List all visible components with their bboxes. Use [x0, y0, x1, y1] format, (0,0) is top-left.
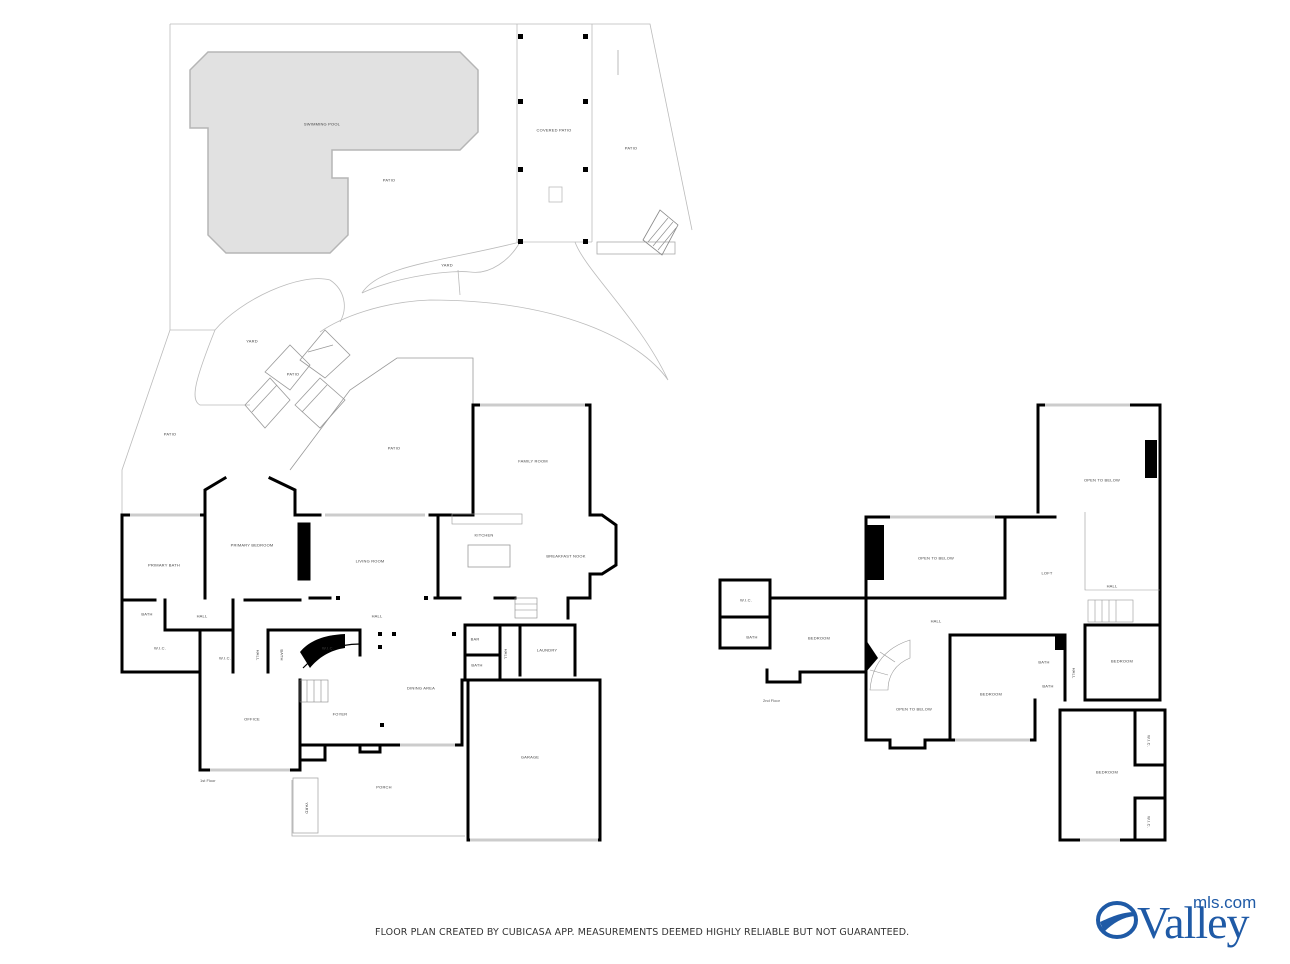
- room-label-yard-porch: YARD: [304, 802, 310, 814]
- room-label-west-patio: PATIO: [163, 431, 177, 437]
- room-label-wic-bottom-b: W.I.C.: [1146, 815, 1152, 829]
- room-label-bedroom-left: BEDROOM: [807, 635, 831, 641]
- room-label-laundry: LAUNDRY: [536, 647, 558, 653]
- room-label-bath-a: BATH: [1038, 659, 1050, 665]
- room-label-open-to-below-stair: OPEN TO BELOW: [895, 706, 933, 712]
- room-label-office: OFFICE: [244, 716, 260, 722]
- patio-posts: [518, 34, 588, 244]
- room-label-center-patio: PATIO: [286, 371, 300, 377]
- room-label-bath-primary-wc: BATH: [141, 611, 153, 617]
- room-label-hall-laundry: HALL: [503, 648, 509, 660]
- garden-steps: [244, 329, 474, 471]
- room-label-wic-stair: W.I.C.: [321, 645, 335, 651]
- room-label-bath-left: BATH: [746, 634, 758, 640]
- room-label-east-patio: PATIO: [624, 145, 638, 151]
- floor-label-second: 2nd Floor: [763, 698, 780, 703]
- room-label-living-room: LIVING ROOM: [355, 558, 385, 564]
- room-label-bath-b: BATH: [1042, 683, 1054, 689]
- logo-domain: mls.com: [1193, 893, 1257, 912]
- room-label-garage: GARAGE: [520, 754, 540, 760]
- valley-swoosh-icon: [1096, 901, 1138, 939]
- disclaimer-text: FLOOR PLAN CREATED BY CUBICASA APP. MEAS…: [375, 927, 910, 938]
- room-label-breakfast-nook: BREAKFAST NOOK: [546, 553, 586, 559]
- room-label-yard-left: YARD: [246, 338, 258, 344]
- room-label-bath-powder: BATH: [279, 649, 285, 661]
- room-label-bar: BAR: [470, 636, 480, 642]
- room-label-family-room: FAMILY ROOM: [518, 458, 548, 464]
- second-floor-walls: [718, 403, 1167, 842]
- room-label-primary-bath: PRIMARY BATH: [148, 562, 180, 568]
- room-label-foyer: FOYER: [332, 711, 348, 717]
- room-label-main-patio: PATIO: [387, 445, 401, 451]
- room-label-primary-bedroom: PRIMARY BEDROOM: [230, 542, 274, 548]
- swimming-pool: [189, 51, 479, 254]
- room-label-bedroom-bottom: BEDROOM: [1095, 769, 1119, 775]
- room-label-swimming-pool: SWIMMING POOL: [303, 121, 341, 127]
- room-label-bedroom-right: BEDROOM: [1110, 658, 1134, 664]
- stairs-first: [299, 597, 538, 703]
- logo-word: Valley: [1137, 897, 1250, 948]
- room-label-open-to-below-mid: OPEN TO BELOW: [917, 555, 955, 561]
- room-label-bedroom-center: BEDROOM: [979, 691, 1003, 697]
- room-label-pool-patio: PATIO: [382, 177, 396, 183]
- room-label-loft: LOFT: [1041, 570, 1053, 576]
- room-label-hall-center: HALL: [930, 618, 942, 624]
- valleymls-logo: Valley mls.com: [1095, 892, 1290, 952]
- stairs-second: [869, 512, 1160, 691]
- room-label-hall-main: HALL: [371, 613, 383, 619]
- room-label-dining-area: DINING AREA: [407, 685, 435, 691]
- room-label-wic-left: W.I.C.: [739, 597, 753, 603]
- room-label-hall-right: HALL: [1106, 583, 1118, 589]
- room-label-wic-primary: W.I.C.: [153, 645, 167, 651]
- room-label-open-to-below-top: OPEN TO BELOW: [1083, 477, 1121, 483]
- room-label-covered-patio: COVERED PATIO: [536, 127, 572, 133]
- room-label-bath-bar: BATH: [471, 662, 483, 668]
- room-label-wic-bottom-a: W.I.C.: [1146, 734, 1152, 748]
- site-outline: [121, 23, 693, 515]
- floor-label-first: 1st Floor: [200, 778, 216, 783]
- room-label-hall-primary: HALL: [196, 613, 208, 619]
- room-label-hall-vertical-2: HALL: [1071, 667, 1077, 679]
- room-label-porch: PORCH: [376, 784, 392, 790]
- room-label-yard-top: YARD: [441, 262, 453, 268]
- first-floor-walls: [120, 403, 618, 842]
- room-label-hall-vertical: HALL: [255, 649, 261, 661]
- room-label-kitchen: KITCHEN: [474, 532, 494, 538]
- room-label-wic-second: W.I.C.: [218, 655, 232, 661]
